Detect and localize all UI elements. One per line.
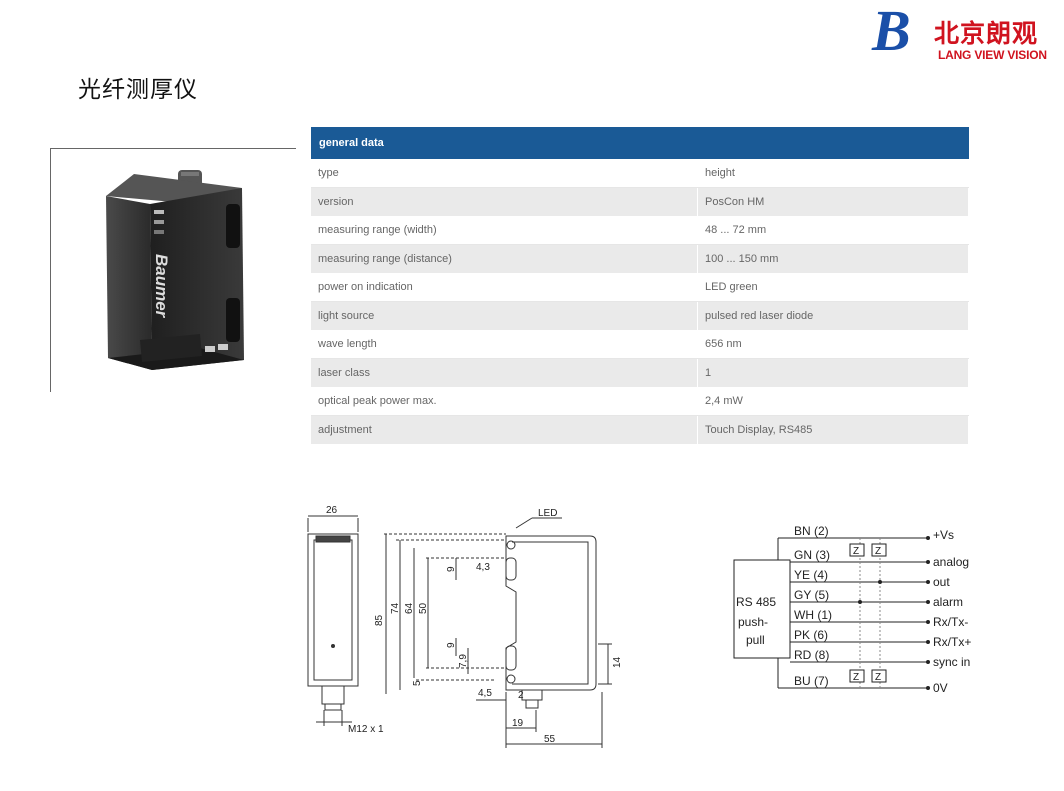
row-label: type [311, 159, 698, 188]
table-row: adjustment Touch Display, RS485 [311, 415, 969, 444]
dim-26: 26 [326, 505, 338, 516]
row-value: LED green [697, 273, 969, 302]
row-label: adjustment [311, 415, 698, 444]
wire-name: GY (5) [794, 588, 829, 602]
box-label-rs485: RS 485 [736, 595, 776, 609]
row-value: height [697, 159, 969, 188]
table-row: laser class 1 [311, 358, 969, 387]
row-value: Touch Display, RS485 [697, 415, 969, 444]
wire-name: YE (4) [794, 568, 828, 582]
row-value: 48 ... 72 mm [697, 216, 969, 245]
dim-64: 64 [404, 602, 415, 614]
page-title: 光纤测厚仪 [78, 77, 198, 103]
row-label: measuring range (width) [311, 216, 698, 245]
dim-9-bottom: 9 [446, 642, 457, 648]
sensor-photo: Baumer [106, 170, 244, 370]
dim-19: 19 [512, 718, 524, 729]
dimension-drawing: 26 LED 85 74 64 50 9 4,3 9 7,9 5 4,5 2 1… [307, 505, 623, 748]
wire-name: WH (1) [794, 608, 832, 622]
wire-name: GN (3) [794, 548, 830, 562]
dim-50: 50 [418, 602, 429, 614]
row-value: 1 [697, 358, 969, 387]
row-label: wave length [311, 330, 698, 359]
dim-4-3: 4,3 [476, 562, 490, 573]
row-label: light source [311, 301, 698, 330]
wire-name: RD (8) [794, 648, 829, 662]
dim-55: 55 [544, 734, 556, 745]
logo-english-name: LANG VIEW VISION [938, 48, 1047, 62]
row-label: power on indication [311, 273, 698, 302]
box-label-pull: pull [746, 633, 765, 647]
table-header-row: general data [311, 127, 969, 159]
row-value: 656 nm [697, 330, 969, 359]
wire-signal: sync in [933, 655, 970, 669]
table-row: optical peak power max. 2,4 mW [311, 387, 969, 416]
table-row: power on indication LED green [311, 273, 969, 302]
wire-signal: 0V [933, 681, 948, 695]
row-value: 100 ... 150 mm [697, 244, 969, 273]
logo-chinese-name: 北京朗观 [934, 19, 1039, 48]
row-label: version [311, 187, 698, 216]
table-row: light source pulsed red laser diode [311, 301, 969, 330]
row-value: 2,4 mW [697, 387, 969, 416]
row-value: PosCon HM [697, 187, 969, 216]
wire-signal: Rx/Tx- [933, 615, 968, 629]
dim-85: 85 [374, 614, 385, 626]
frame-left-line [50, 148, 51, 392]
dim-2: 2 [518, 690, 524, 701]
dim-led: LED [538, 508, 557, 519]
wire-signal: alarm [933, 595, 963, 609]
dim-5: 5 [412, 680, 423, 686]
dim-9-top: 9 [446, 566, 457, 572]
dim-thread: M12 x 1 [348, 724, 384, 735]
spec-table: general data type height version PosCon … [311, 127, 969, 444]
table-row: measuring range (width) 48 ... 72 mm [311, 216, 969, 245]
wire-name: PK (6) [794, 628, 828, 642]
wire-signal: analog [933, 555, 969, 569]
row-label: optical peak power max. [311, 387, 698, 416]
front-view-body [307, 533, 359, 687]
wire-signal: out [933, 575, 950, 589]
wire-name: BU (7) [794, 674, 829, 688]
company-logo: B 北京朗观 LANG VIEW VISION [872, 2, 1058, 66]
table-row: measuring range (distance) 100 ... 150 m… [311, 244, 969, 273]
dim-14: 14 [612, 656, 623, 668]
zener-symbol: Z [853, 546, 859, 557]
wiring-diagram: RS 485 push- pull Z Z Z Z BN (2) GN (3) … [733, 524, 971, 695]
zener-symbol: Z [875, 672, 881, 683]
logo-mark: B [872, 0, 911, 63]
table-row: type height [311, 159, 969, 188]
box-label-push: push- [738, 615, 768, 629]
wire-signal: +Vs [933, 528, 954, 542]
row-value: pulsed red laser diode [697, 301, 969, 330]
wire-name: BN (2) [794, 524, 829, 538]
wire-signal: Rx/Tx+ [933, 635, 971, 649]
row-label: laser class [311, 358, 698, 387]
dim-74: 74 [390, 602, 401, 614]
table-row: wave length 656 nm [311, 330, 969, 359]
brand-label: Baumer [152, 254, 171, 319]
table-row: version PosCon HM [311, 187, 969, 216]
rs485-box [733, 559, 791, 659]
zener-symbol: Z [875, 546, 881, 557]
dim-4-5: 4,5 [478, 688, 492, 699]
zener-symbol: Z [853, 672, 859, 683]
dim-7-9: 7,9 [458, 654, 469, 668]
frame-top-line [50, 148, 296, 149]
table-header: general data [311, 127, 969, 159]
row-label: measuring range (distance) [311, 244, 698, 273]
side-view-body [505, 535, 597, 691]
product-photo-frame: Baumer [50, 148, 296, 392]
